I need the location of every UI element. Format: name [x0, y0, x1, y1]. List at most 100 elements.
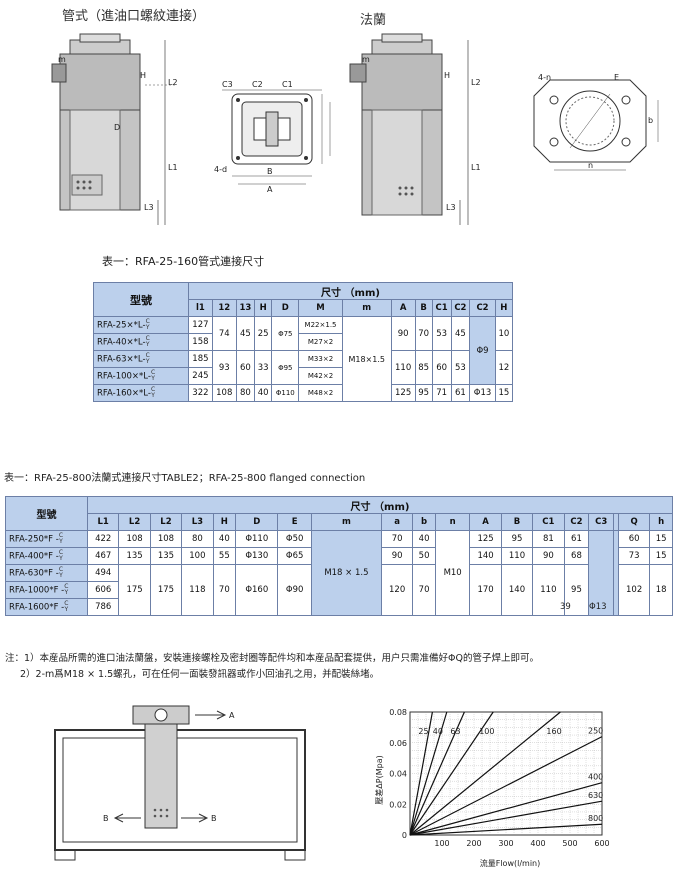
install-b-left: B — [103, 814, 109, 823]
table-cell: RFA-160×*L- — [97, 388, 151, 399]
table-cell: Φ50 — [277, 530, 312, 548]
table-cell: 61 — [563, 530, 590, 548]
table-cell: 10 — [494, 316, 514, 351]
table1-model-header: 型號 — [93, 282, 189, 317]
series-line-40 — [409, 711, 448, 836]
table-cell: 25 — [254, 316, 273, 351]
series-line-250 — [409, 736, 603, 836]
table-cell: 53 — [450, 350, 471, 385]
pipe-filter-drawing: m D H L2 L1 L3 — [51, 33, 178, 225]
t1-col: C1 — [431, 299, 452, 317]
dim-h: H — [140, 71, 146, 80]
dim-d: D — [114, 123, 120, 132]
series-label-800: 800 — [588, 814, 603, 823]
dim-c2: C2 — [252, 80, 263, 89]
pipe-filter-top-drawing: C3 C2 C1 B A 4-d — [214, 80, 331, 194]
t1-col: l1 — [188, 299, 213, 317]
table-cell: 322 — [188, 384, 213, 402]
table-cell: 108 — [149, 530, 183, 548]
table-cell: 60 — [235, 350, 256, 385]
table-cell: Y — [64, 589, 69, 596]
table2-caption: 表一：RFA-25-800法蘭式連接尺寸TABLE2；RFA-25-800 fl… — [4, 473, 366, 484]
t2-col: a — [380, 513, 414, 531]
table-cell: 45 — [235, 316, 256, 351]
table-cell: 80 — [235, 384, 256, 402]
t1-m-merged: M18×1.5 — [341, 316, 392, 402]
install-a: A — [229, 711, 235, 720]
dim-4n: 4-n — [538, 73, 551, 82]
table-cell: 70 — [380, 530, 414, 548]
dim-c3: C3 — [222, 80, 233, 89]
dim-a: A — [267, 185, 273, 194]
table-cell: 90 — [380, 547, 414, 565]
flange-plate-drawing: 4-n E b n — [533, 73, 659, 171]
table-cell: 95 — [500, 530, 534, 548]
table-cell: Φ75 — [271, 316, 300, 351]
series-line-100 — [409, 711, 494, 836]
y-tick-label: 0.04 — [389, 770, 407, 779]
x-tick-label: 500 — [562, 839, 577, 848]
table-cell: M42×2 — [298, 367, 343, 385]
table-cell: M27×2 — [298, 333, 343, 351]
t2-col: m — [310, 513, 382, 531]
table-cell: C — [145, 352, 150, 359]
series-label-630: 630 — [588, 791, 603, 800]
table-cell: 50 — [412, 547, 436, 565]
x-tick-label: 600 — [594, 839, 609, 848]
table2: 型號 尺寸 （mm) L1 L2 L2 L3 H D E m a b n A B… — [5, 496, 673, 616]
table-cell: 95 — [414, 384, 433, 402]
note-1: 注：1）本産品所需的進口油法蘭盤，安裝連接螺栓及密封圈等配件均和本産品配套提供，… — [5, 653, 540, 664]
table-cell: 90 — [532, 547, 565, 565]
t1-col: C2 — [450, 299, 471, 317]
y-tick-label: 0 — [402, 831, 407, 840]
table-cell: Y — [145, 341, 150, 348]
dim-l3-flange: L3 — [446, 203, 456, 212]
series-label-160: 160 — [546, 727, 561, 736]
table-cell: 70 — [414, 316, 433, 351]
table-cell: 786 — [86, 598, 120, 616]
table-cell: M48×2 — [298, 384, 343, 402]
flange-type-label: 法蘭 — [360, 13, 387, 28]
series-label-25: 25 — [418, 727, 428, 736]
series-label-63: 63 — [450, 727, 460, 736]
t2-col: B — [500, 513, 534, 531]
table-cell: 135 — [149, 547, 183, 565]
table2-model-header: 型號 — [5, 496, 88, 531]
pipe-type-label: 管式（進油口螺紋連接） — [62, 9, 206, 24]
table2-size-header: 尺寸 （mm) — [87, 496, 673, 514]
table-cell: Y — [59, 538, 63, 545]
dim-l1-flange: L1 — [471, 163, 481, 172]
table-cell: 140 — [469, 547, 502, 565]
table-cell: 606 — [86, 581, 120, 599]
t2-col: n — [434, 513, 471, 531]
t2-col: C2 — [563, 513, 590, 531]
t2-col: b — [412, 513, 436, 531]
t2-col: h — [649, 513, 673, 531]
t1-col: D — [271, 299, 300, 317]
t1-col: 12 — [211, 299, 237, 317]
table-cell: 80 — [181, 530, 214, 548]
table-cell: 81 — [532, 530, 565, 548]
table-cell: C — [145, 318, 150, 325]
table-cell: 15 — [649, 547, 673, 565]
table-cell: Φ13 — [469, 384, 496, 402]
table-cell: 170 — [469, 564, 502, 616]
t1-col: m — [341, 299, 392, 317]
t2-col: C1 — [532, 513, 565, 531]
dim-h-flange: H — [444, 71, 450, 80]
